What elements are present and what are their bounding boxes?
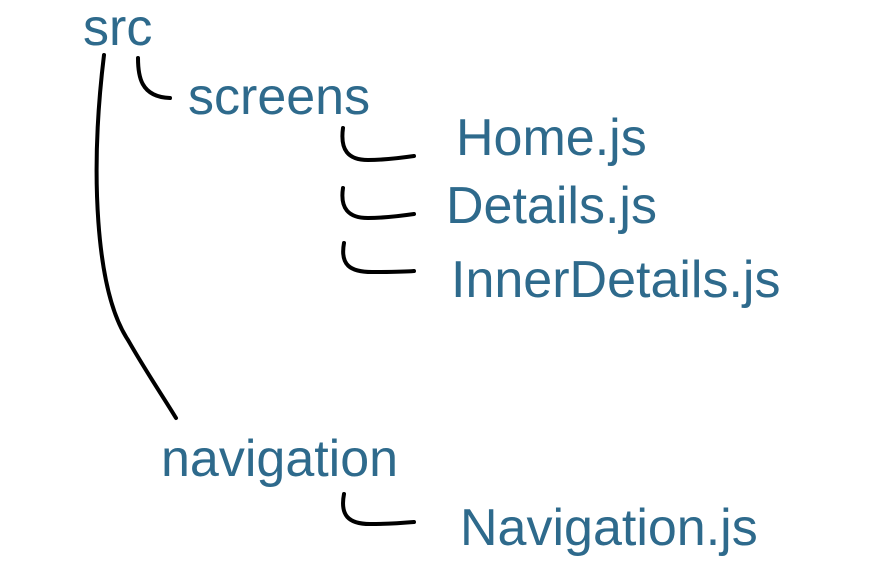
folder-screens-label: screens (188, 68, 371, 126)
file-innerdetails-label: InnerDetails.js (451, 251, 781, 309)
folder-navigation-label: navigation (161, 430, 399, 488)
connector-src-screens (136, 56, 172, 100)
file-navigation-label: Navigation.js (460, 499, 758, 557)
connector-screens-details (340, 186, 416, 221)
connector-screens-innerdetails (341, 241, 416, 275)
connector-src-navigation (94, 53, 178, 420)
connector-screens-home (340, 126, 416, 163)
file-home-label: Home.js (456, 109, 647, 167)
folder-src-label: src (83, 0, 153, 57)
file-details-label: Details.js (446, 177, 657, 235)
connector-navigation-navigationjs (341, 492, 416, 527)
